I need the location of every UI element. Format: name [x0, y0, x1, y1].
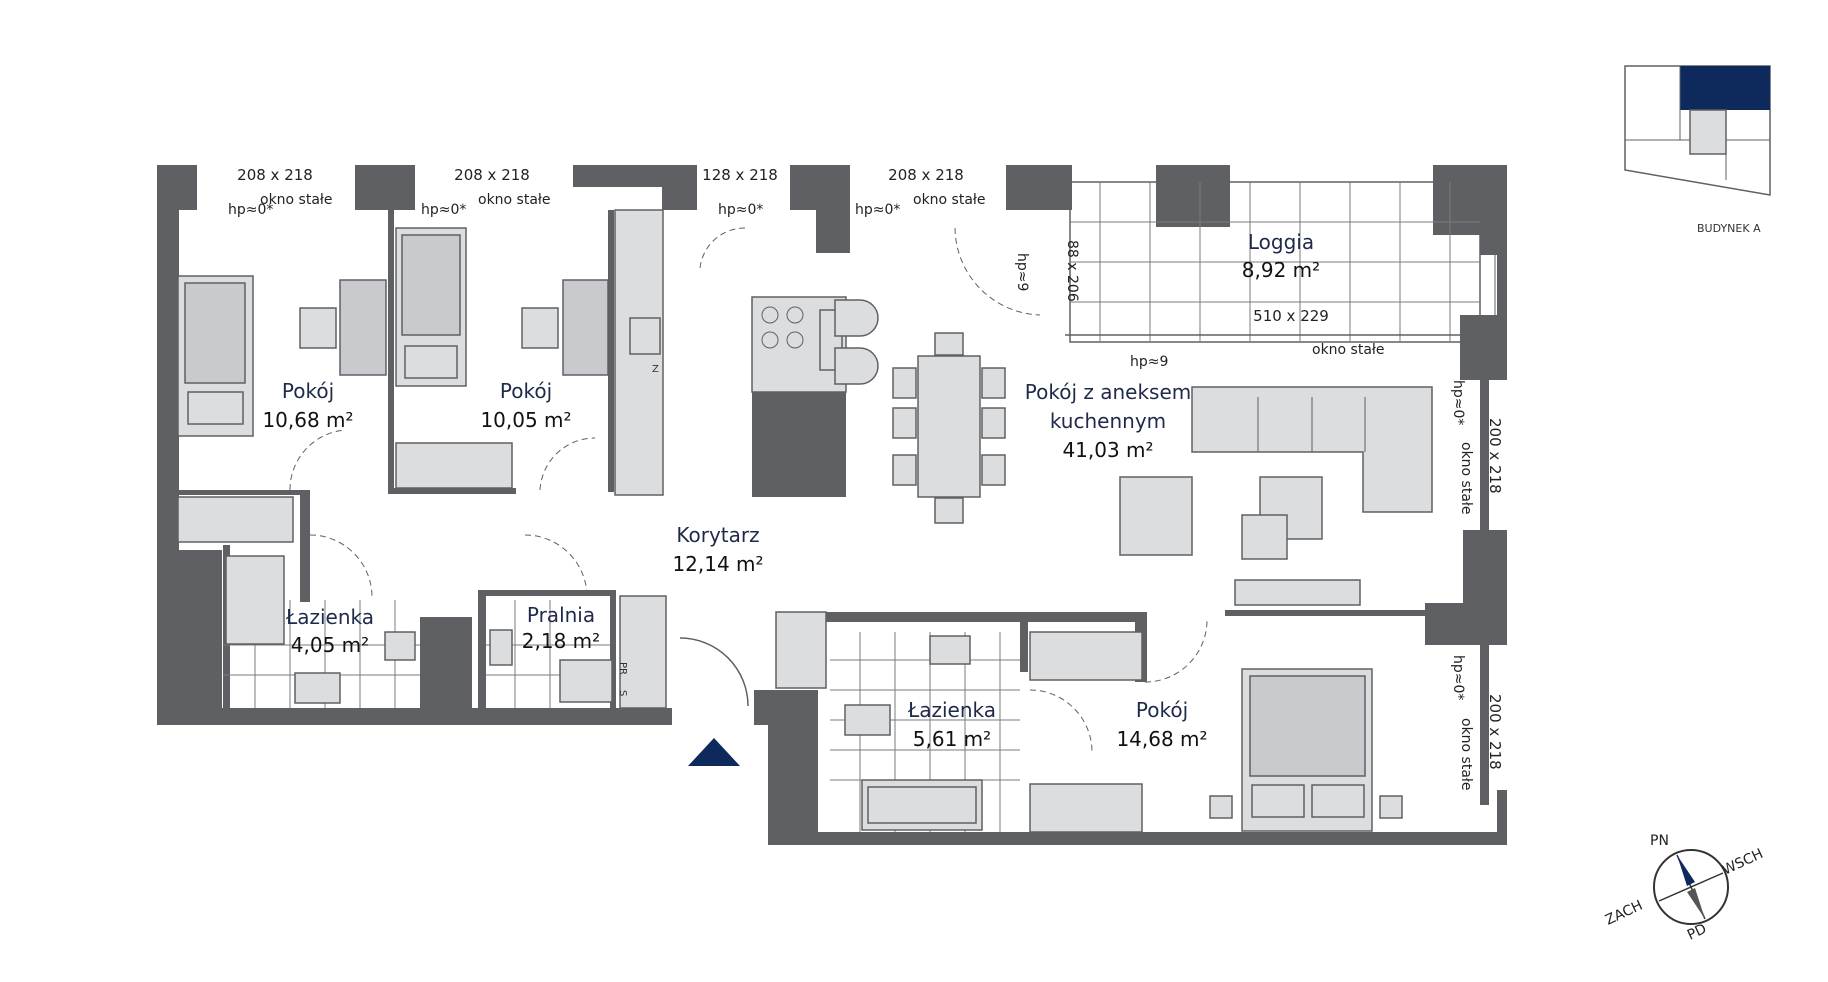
window-dimension: 208 x 218: [237, 166, 313, 184]
room-area: 10,68 m²: [262, 408, 353, 432]
compass: PN WSCH PD ZACH: [1603, 833, 1766, 944]
window-annotations: 208 x 218 hp≈0* okno stałe 208 x 218 hp≈…: [228, 166, 1504, 791]
building-label: BUDYNEK A: [1697, 222, 1761, 235]
compass-south: PD: [1685, 921, 1709, 944]
window-height: hp≈0*: [1450, 655, 1466, 700]
window-dimension: 208 x 218: [888, 166, 964, 184]
room-name: Loggia: [1248, 230, 1314, 254]
window-height: hp≈9: [1014, 253, 1030, 291]
compass-west: ZACH: [1603, 898, 1645, 929]
room-area: 41,03 m²: [1062, 438, 1153, 462]
window-dimension: 200 x 218: [1486, 418, 1504, 494]
window-dimension: 510 x 229: [1253, 307, 1329, 325]
compass-east: WSCH: [1720, 846, 1766, 879]
furniture: [177, 209, 1433, 833]
window-dimension: 88 x 206: [1064, 240, 1080, 302]
compass-north: PN: [1650, 833, 1669, 849]
compass-needle-icon: [1677, 855, 1695, 886]
fridge-label: Z: [652, 364, 659, 375]
room-area: 10,05 m²: [480, 408, 571, 432]
window-height: hp≈0*: [1450, 380, 1466, 425]
compass-circle: [1653, 849, 1729, 925]
room-name: Pokój: [282, 379, 334, 403]
window-height: hp≈0*: [855, 202, 900, 218]
window-dimension: 200 x 218: [1486, 694, 1504, 770]
window-height: hp≈0*: [421, 202, 466, 218]
room-name: Pralnia: [527, 603, 595, 627]
room-name: Pokój: [1136, 698, 1188, 722]
building-keyplan: BUDYNEK A: [1624, 65, 1771, 235]
room-name: Korytarz: [676, 523, 759, 547]
room-name: kuchennym: [1050, 409, 1166, 433]
room-area: 14,68 m²: [1116, 727, 1207, 751]
room-name: Łazienka: [285, 605, 374, 629]
window-note: okno stałe: [1458, 718, 1474, 791]
window-height: hp≈0*: [718, 202, 763, 218]
room-area: 12,14 m²: [672, 552, 763, 576]
walls: [157, 165, 1507, 845]
room-name: Pokój: [500, 379, 552, 403]
window-note: okno stałe: [1312, 342, 1385, 358]
room-name: Łazienka: [907, 698, 996, 722]
window-note: okno stałe: [260, 192, 333, 208]
loggia-floor: [1065, 181, 1496, 343]
doors: [289, 227, 1208, 753]
window-dimension: 128 x 218: [702, 166, 778, 184]
window-height: hp≈0*: [228, 202, 273, 218]
window-note: okno stałe: [1458, 442, 1474, 515]
entrance-marker: [688, 738, 740, 766]
room-name: Pokój z aneksem: [1025, 380, 1191, 404]
appliance-labels: Z PR S: [617, 364, 659, 696]
washer-label: PR: [617, 662, 628, 675]
room-area: 4,05 m²: [291, 633, 369, 657]
room-area: 8,92 m²: [1242, 258, 1320, 282]
dryer-label: S: [617, 690, 628, 696]
room-area: 2,18 m²: [522, 629, 600, 653]
window-note: okno stałe: [913, 192, 986, 208]
window-dimension: 208 x 218: [454, 166, 530, 184]
window-note: okno stałe: [478, 192, 551, 208]
room-labels: Pokój 10,68 m² Pokój 10,05 m² Pokój z an…: [262, 230, 1320, 751]
room-area: 5,61 m²: [913, 727, 991, 751]
window-height: hp≈9: [1130, 354, 1168, 370]
